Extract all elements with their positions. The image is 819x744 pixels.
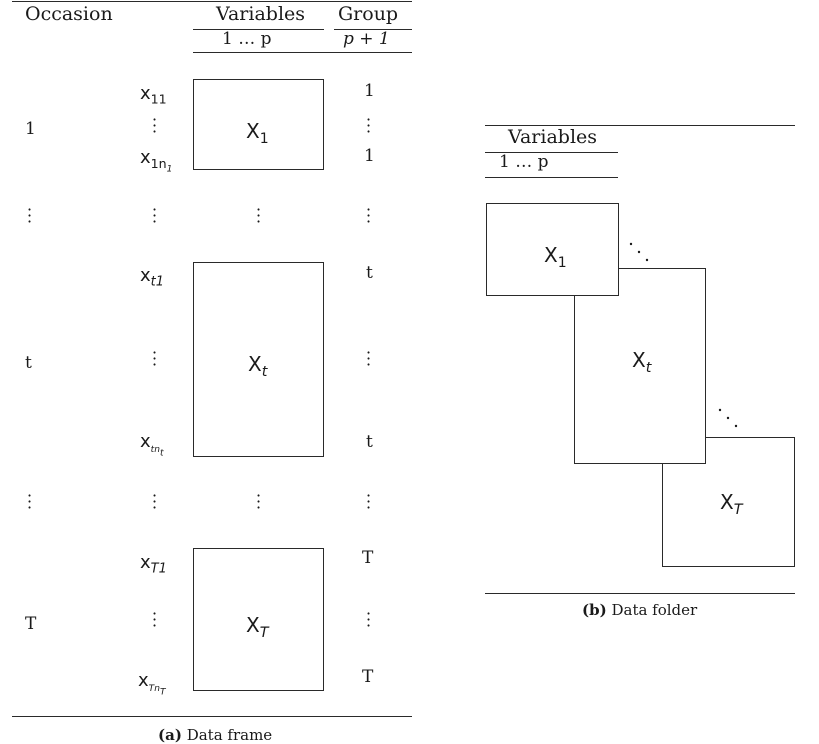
group-vdots-1: ··· — [366, 110, 372, 141]
folder-header-rule — [485, 177, 618, 178]
variables-underline — [193, 29, 324, 30]
group-top-t: t — [366, 263, 373, 283]
group-column-index: p + 1 — [343, 29, 390, 49]
group-underline — [334, 29, 412, 30]
matrix-X1-label: X1 — [246, 119, 269, 147]
matrix-XT-block — [193, 548, 324, 691]
matrix-X1-block — [193, 79, 324, 170]
row-vdots-1: ··· — [152, 110, 158, 141]
group-top-T: T — [362, 548, 374, 568]
folder-matrix-X1-block — [486, 203, 619, 296]
row-label-xTnT: xTnT — [138, 670, 166, 698]
group-bottom-1: 1 — [364, 146, 375, 166]
group-top-1: 1 — [364, 81, 375, 101]
row-label-xt1: xt1 — [140, 265, 164, 290]
occasion-1: 1 — [25, 119, 36, 139]
frame-header-rule — [193, 52, 412, 53]
matrix-XT-label: XT — [246, 613, 269, 641]
row-label-xT1: xT1 — [140, 552, 167, 577]
occasion-T: T — [25, 614, 37, 634]
folder-top-rule — [485, 125, 795, 126]
group-header: Group — [338, 3, 399, 25]
matrix-Xt-label: Xt — [248, 352, 268, 380]
folder-matrix-XT-label: XT — [720, 490, 743, 518]
occasion-vdots-1: ··· — [27, 200, 33, 231]
matrix-vdots-gap-2: ··· — [256, 486, 262, 517]
folder-variables-underline — [485, 152, 618, 153]
row-vdots-t: ··· — [152, 343, 158, 374]
group-vdots-gap-2: ··· — [366, 486, 372, 517]
matrix-vdots-gap-1: ··· — [256, 200, 262, 231]
group-bottom-T: T — [362, 667, 374, 687]
group-vdots-T: ··· — [366, 604, 372, 635]
folder-caption: (b) Data folder — [582, 601, 698, 619]
folder-matrix-X1-label: X1 — [544, 243, 567, 271]
folder-bottom-rule — [485, 593, 795, 594]
group-bottom-t: t — [366, 432, 373, 452]
group-vdots-gap-1: ··· — [366, 200, 372, 231]
frame-bottom-rule — [12, 716, 412, 717]
folder-diagonal-dots-2 — [718, 408, 738, 428]
row-label-x11: x11 — [140, 83, 167, 107]
row-label-xtnt: xtnt — [140, 431, 164, 459]
folder-variables-range: 1 … p — [499, 152, 549, 172]
row-vdots-gap-2: ··· — [152, 486, 158, 517]
row-vdots-gap-1: ··· — [152, 200, 158, 231]
occasion-vdots-2: ··· — [27, 486, 33, 517]
row-vdots-T: ··· — [152, 604, 158, 635]
folder-matrix-Xt-label: Xt — [632, 348, 652, 376]
matrix-Xt-block — [193, 262, 324, 457]
row-label-x1n1: x1n1 — [140, 147, 173, 175]
frame-caption: (a) Data frame — [158, 726, 273, 744]
occasion-header: Occasion — [25, 3, 113, 25]
folder-variables-header: Variables — [508, 126, 598, 148]
folder-matrix-Xt-block — [574, 268, 706, 464]
occasion-t: t — [25, 353, 32, 373]
folder-diagonal-dots-1 — [629, 242, 649, 262]
variables-range: 1 … p — [222, 29, 272, 49]
group-vdots-t: ··· — [366, 343, 372, 374]
variables-header: Variables — [216, 3, 306, 25]
frame-top-rule — [12, 1, 412, 2]
